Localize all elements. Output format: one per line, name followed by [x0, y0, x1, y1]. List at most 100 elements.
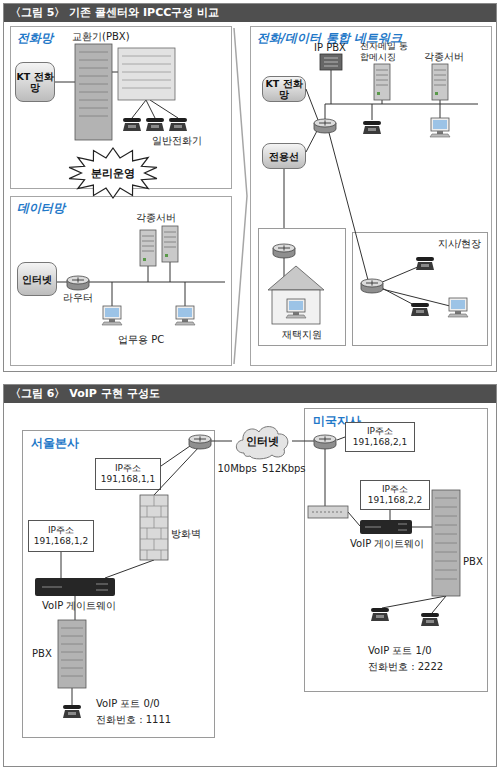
bandwidth-label: 512Kbps: [262, 463, 306, 475]
node-text: IP주소 191,168,2,1: [348, 426, 412, 448]
lan-bus: [57, 262, 225, 306]
cloud-outline: [236, 427, 287, 459]
node-text: 전화망: [17, 30, 53, 47]
server: [140, 230, 156, 266]
home-wire: [284, 254, 285, 296]
phone: [371, 608, 389, 621]
router: [67, 276, 89, 290]
node-text: 지사/현장: [438, 237, 481, 251]
network-wire: [306, 70, 478, 280]
node-text: IP주소 191,168,1,1: [98, 463, 158, 485]
voip-gateway: [360, 520, 412, 534]
device-label: 각종서버: [424, 51, 464, 63]
node-text: 데이터망: [17, 200, 65, 217]
router: [314, 435, 336, 449]
network-link: [215, 441, 232, 442]
usa-wire: [304, 437, 446, 613]
phone: [123, 118, 141, 131]
device-label: PBX: [463, 556, 483, 568]
phone-wire: [55, 72, 178, 118]
node-text: 인터넷: [246, 434, 279, 449]
pc: [448, 298, 468, 317]
figure-frame: 〈그림 5〉 기존 콜센터와 IPCC구성 비교전화망KT 전화망분리운영데이터…: [3, 3, 497, 372]
node-text: 분리운영: [91, 166, 135, 181]
firewall-wall: [140, 495, 168, 560]
server: [432, 64, 448, 100]
node-text: 인터넷: [22, 274, 52, 285]
pc: [286, 299, 306, 318]
gateway-detail: [365, 524, 407, 530]
leased-line: 전용선: [262, 143, 306, 169]
ip-callout: IP주소 191,168,2,1: [345, 422, 415, 452]
pbx-rack: [432, 490, 460, 596]
ip-callout: IP주소 191,168,2,2: [360, 480, 430, 510]
phone: [169, 118, 187, 131]
house-roof: [268, 266, 324, 290]
voip-gateway: [35, 578, 115, 596]
ip-pbx-keys: [324, 58, 338, 66]
node-text: IP주소 191,168,2,2: [363, 484, 427, 506]
starburst-callout: 분리운영: [68, 148, 158, 198]
phone: [146, 118, 164, 131]
bandwidth-label: 10Mbps: [218, 463, 257, 475]
office-box: 미국지사IP주소 191,168,2,1IP주소 191,168,2,2: [304, 408, 488, 692]
network-link: [292, 441, 304, 442]
node-text: 재택지원: [259, 328, 345, 342]
device-label: 교환기(PBX): [72, 31, 130, 43]
device-label: VoIP 게이트웨이: [42, 600, 116, 612]
device-label: PBX: [32, 648, 52, 660]
carrier-network: KT 전화망: [262, 76, 306, 102]
device-label: 각종서버: [136, 212, 176, 224]
equipment-bay: [118, 48, 175, 100]
phone-number: 전화번호 : 2222: [368, 661, 443, 673]
branch-wire: [380, 266, 450, 306]
node-text: KT 전화망: [263, 78, 305, 100]
server: [374, 64, 390, 100]
ip-pbx-device: [320, 54, 342, 70]
pbx-rack-slots: [435, 498, 457, 579]
phone: [411, 303, 429, 316]
equipment-slots: [122, 56, 171, 88]
device-label: 전자메일 통합메시징: [360, 41, 414, 63]
device-label: 방화벽: [171, 528, 201, 540]
seoul-wire: [61, 441, 215, 705]
phone: [421, 613, 439, 626]
pbx-rack-slots: [79, 52, 108, 116]
device-label: 라우터: [63, 292, 93, 304]
pc: [175, 306, 195, 325]
port-label: VoIP 포트 0/0: [96, 698, 160, 710]
switch-device: [308, 506, 348, 518]
compare-chevron: [234, 28, 247, 364]
network-panel: 데이터망인터넷: [10, 196, 232, 366]
house-wall: [272, 290, 320, 324]
pbx-rack: [58, 620, 86, 688]
pc: [102, 306, 122, 325]
ip-callout: IP주소 191,168,1,2: [28, 520, 94, 552]
router: [361, 279, 383, 293]
firewall-bricks: [140, 495, 168, 560]
phone: [363, 121, 381, 134]
pc: [430, 118, 450, 137]
device-label: VoIP 게이트웨이: [350, 538, 424, 550]
phone-number: 전화번호 : 1111: [96, 714, 171, 726]
server: [162, 226, 178, 262]
carrier-network: KT 전화망: [15, 62, 55, 102]
pbx-rack: [75, 44, 112, 140]
device-label: 일반전화기: [152, 135, 202, 147]
node-text: 〈그림 6〉 VoIP 구현 구성도: [4, 385, 496, 403]
router: [189, 435, 211, 449]
internet-cloud: 인터넷: [232, 422, 292, 460]
node-text: 전용선: [269, 151, 299, 162]
device-label: IP PBX: [314, 42, 346, 54]
starburst-outline: [69, 148, 157, 198]
port-label: VoIP 포트 1/0: [368, 645, 432, 657]
site-box: 재택지원: [258, 228, 346, 346]
network-link: [284, 169, 285, 228]
router: [314, 119, 336, 133]
switch-ports: [312, 512, 344, 513]
internet-cloud: 인터넷: [17, 262, 57, 296]
office-box: 서울본사IP주소 191,168,1,1IP주소 191,168,1,2: [22, 430, 215, 738]
